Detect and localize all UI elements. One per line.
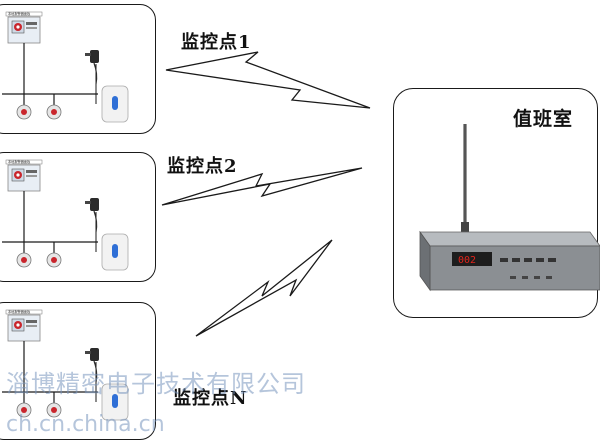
site-2-label: 监控点2 xyxy=(167,156,238,177)
wireless-signal-2 xyxy=(161,167,363,206)
wireless-signal-1 xyxy=(165,51,371,109)
alarm-receiver: 002 xyxy=(419,124,600,292)
site-2-equipment xyxy=(1,159,129,271)
receiver-display: 002 xyxy=(458,255,476,266)
site-n-equipment xyxy=(1,309,129,421)
site-1-equipment xyxy=(1,11,129,123)
wireless-signal-n xyxy=(195,239,333,337)
site-n-sign-text: 本地报警器面板 xyxy=(8,309,31,314)
site-1-sign-text: 本地报警器面板 xyxy=(8,11,31,16)
site-n-label: 监控点N xyxy=(173,388,248,409)
site-2-sign-text: 本地报警器面板 xyxy=(8,159,31,164)
duty-room-label: 值班室 xyxy=(513,108,574,130)
site-1-label: 监控点1 xyxy=(181,32,252,53)
